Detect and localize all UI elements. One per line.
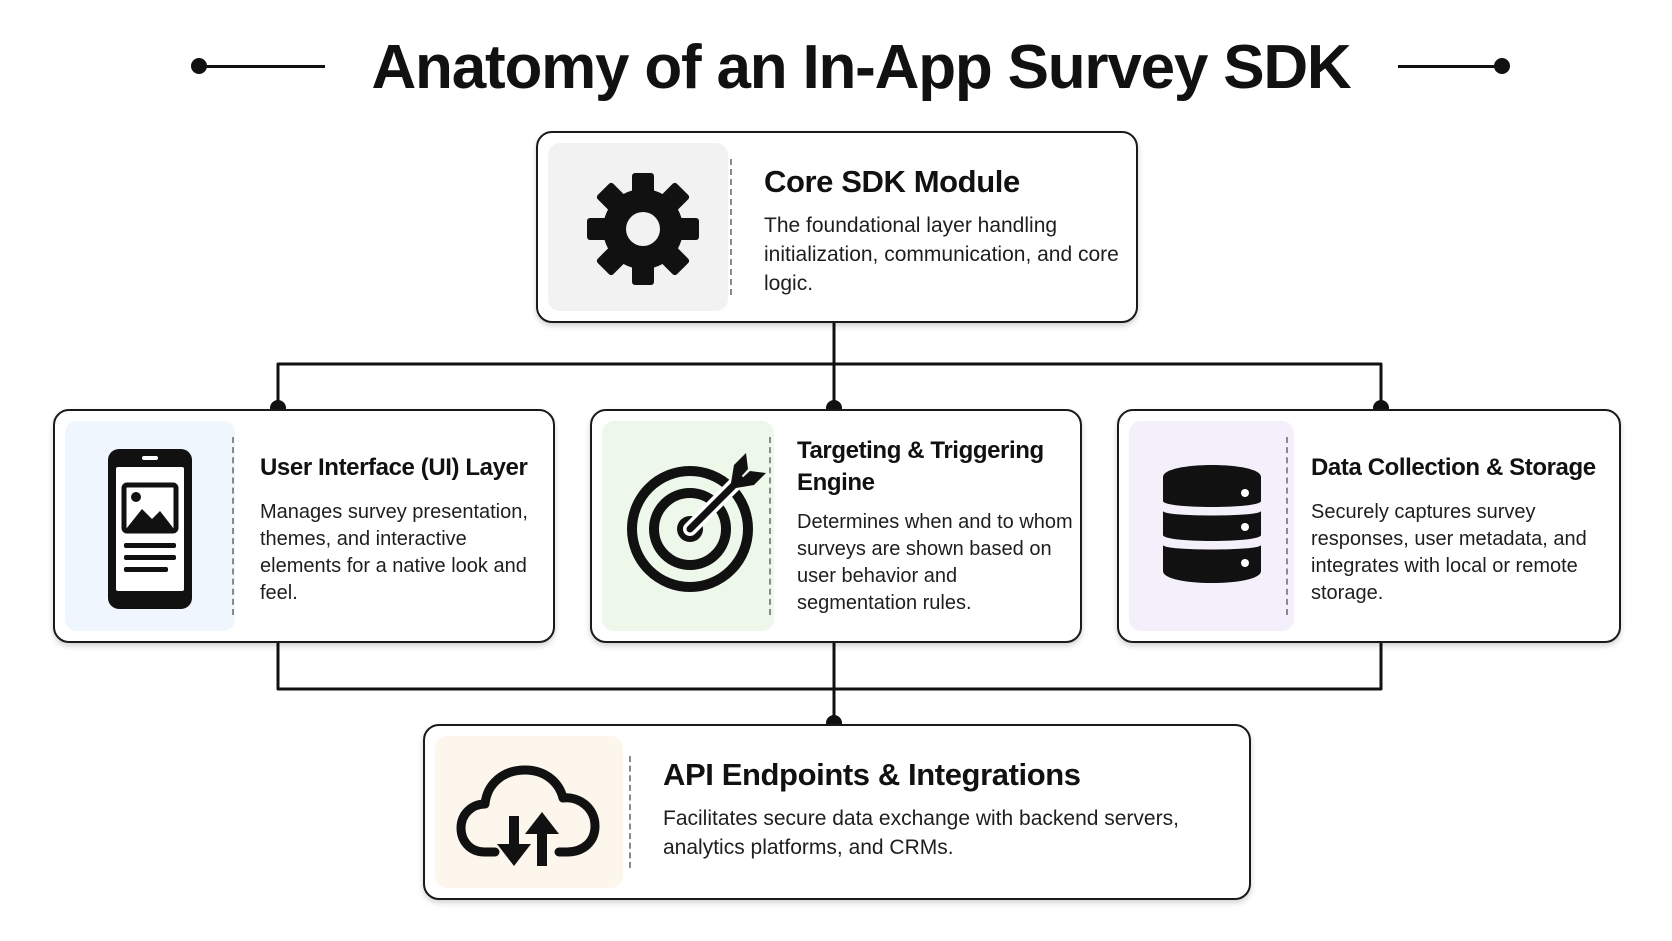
connector-bottom-bus [276,643,1383,691]
data-text: Data Collection & Storage Securely captu… [1311,453,1616,607]
title-row: Anatomy of an In-App Survey SDK [0,22,1672,112]
smartphone-icon [108,449,192,609]
ui-description: Manages survey presentation, themes, and… [260,501,528,604]
target-icon [627,453,766,592]
targeting-engine-card: Targeting & Triggering Engine Determines… [590,409,1082,643]
data-description: Securely captures survey responses, user… [1311,501,1587,604]
core-divider [730,159,732,295]
ui-text: User Interface (UI) Layer Manages survey… [260,453,550,607]
ui-divider [232,437,234,615]
api-text: API Endpoints & Integrations Facilitates… [663,756,1233,862]
core-icon-panel [548,143,728,311]
targeting-icon-panel [602,421,774,631]
connector-top-bus [276,362,1383,409]
targeting-divider [769,437,771,615]
targeting-text: Targeting & Triggering Engine Determines… [797,435,1073,617]
api-integrations-card: API Endpoints & Integrations Facilitates… [423,724,1251,900]
data-icon-panel [1129,421,1294,631]
targeting-title: Targeting & Triggering Engine [797,437,1044,496]
ui-icon-panel [65,421,235,631]
title-rule-left [199,65,325,68]
core-title: Core SDK Module [764,164,1020,199]
title-dot-right [1494,58,1510,74]
data-storage-card: Data Collection & Storage Securely captu… [1117,409,1621,643]
api-divider [629,756,631,868]
targeting-description: Determines when and to whom surveys are … [797,511,1073,614]
title-rule-right [1398,65,1502,68]
ui-title: User Interface (UI) Layer [260,454,528,481]
api-title: API Endpoints & Integrations [663,757,1081,792]
cloud-sync-icon [456,765,600,866]
api-icon-panel [435,736,623,888]
ui-layer-card: User Interface (UI) Layer Manages survey… [53,409,555,643]
core-description: The foundational layer handling initiali… [764,214,1119,295]
page-title: Anatomy of an In-App Survey SDK [371,33,1351,102]
gear-icon [587,173,699,285]
database-icon [1163,465,1261,583]
core-sdk-module-card: Core SDK Module The foundational layer h… [536,131,1138,323]
core-text: Core SDK Module The foundational layer h… [764,163,1124,298]
data-title: Data Collection & Storage [1311,454,1596,481]
api-description: Facilitates secure data exchange with ba… [663,807,1179,859]
data-divider [1286,437,1288,615]
